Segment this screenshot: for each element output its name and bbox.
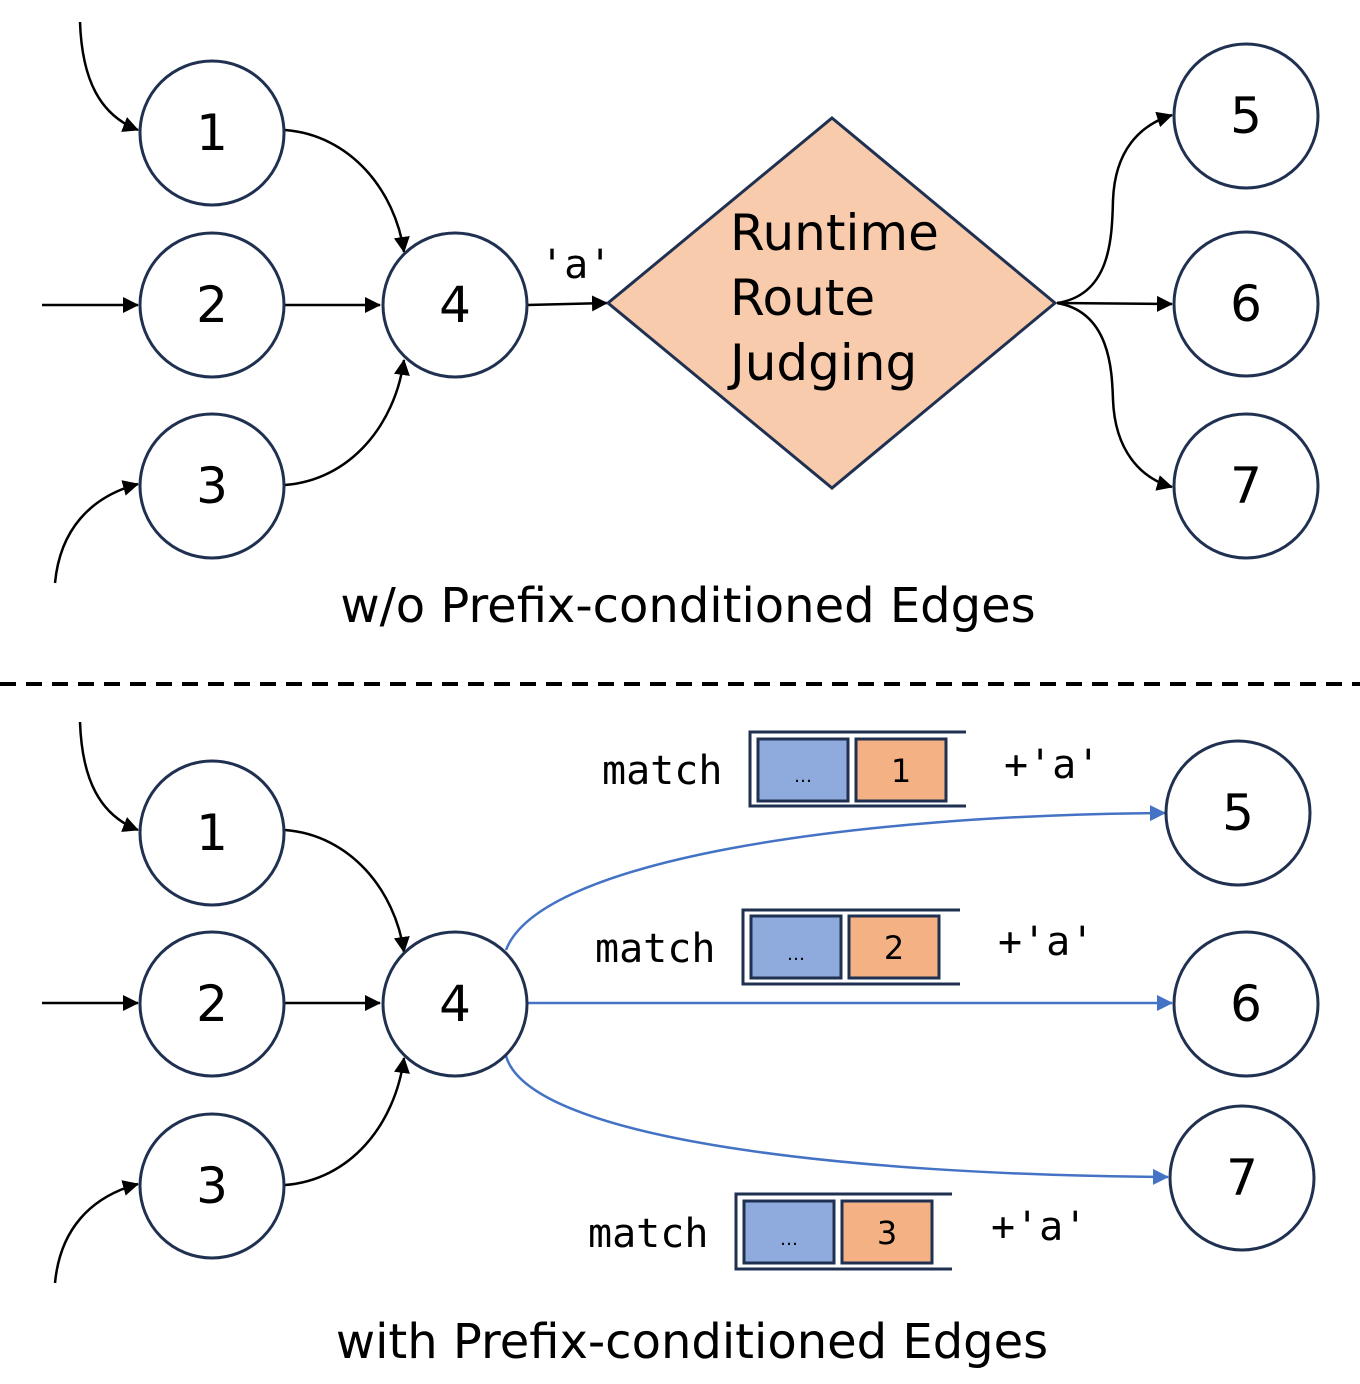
prefix-cell-label: … — [787, 944, 805, 965]
svg-text:4: 4 — [439, 975, 471, 1033]
last-token-label: 2 — [884, 929, 904, 967]
edge-in-3 — [53, 480, 139, 584]
node-5: 5 — [1164, 739, 1312, 887]
svg-text:3: 3 — [196, 457, 228, 515]
svg-text:3: 3 — [196, 1157, 228, 1215]
node-4: 4 — [381, 930, 529, 1078]
last-token-label: 3 — [877, 1214, 897, 1252]
prefix-frame — [734, 1192, 952, 1271]
match-keyword: match — [595, 926, 715, 972]
prefix-cell-label: … — [794, 766, 812, 787]
node-1: 1 — [138, 59, 286, 207]
node-6: 6 — [1172, 230, 1320, 378]
append-token: +'a' — [991, 1204, 1087, 1250]
runtime-route-judging-diamond — [605, 116, 1058, 490]
node-6: 6 — [1172, 930, 1320, 1078]
prefix-cell — [742, 1199, 836, 1265]
node-4: 4 — [381, 231, 529, 379]
conditioned-edge-4-5 — [504, 805, 1166, 951]
bottom-panel: match … 1 +'a' match … 2 +'a' match … 3 — [42, 721, 1320, 1370]
conditioned-edge-4-7 — [504, 1055, 1169, 1185]
edge-router-7 — [1056, 301, 1173, 491]
router-label-line1: Runtime — [730, 204, 939, 262]
svg-text:2: 2 — [196, 975, 228, 1033]
prefix-frame — [748, 730, 966, 808]
condition-1: match … 1 +'a' — [602, 730, 1100, 808]
edge-4-router — [526, 295, 608, 312]
svg-text:7: 7 — [1226, 1149, 1258, 1207]
node-3: 3 — [138, 412, 286, 560]
top-panel: 'a' Runtime Route Judging 1 2 3 4 5 6 7 … — [42, 21, 1320, 634]
node-7: 7 — [1172, 412, 1320, 560]
edge-in-1 — [78, 21, 139, 132]
condition-3: match … 3 +'a' — [588, 1192, 1087, 1271]
last-token-cell — [840, 1199, 934, 1265]
node-1: 1 — [138, 759, 286, 907]
append-token: +'a' — [1004, 742, 1100, 788]
match-keyword: match — [588, 1211, 708, 1257]
svg-text:4: 4 — [439, 276, 471, 334]
router-label-line2: Route — [730, 269, 875, 327]
node-3: 3 — [138, 1112, 286, 1260]
prefix-cell — [756, 737, 850, 803]
edge-3-4 — [284, 359, 410, 487]
node-7: 7 — [1168, 1104, 1316, 1252]
prefix-cell — [749, 914, 843, 980]
top-caption: w/o Prefix-conditioned Edges — [340, 578, 1035, 634]
edge-1-4 — [284, 828, 410, 953]
svg-text:2: 2 — [196, 276, 228, 334]
svg-text:6: 6 — [1230, 975, 1262, 1033]
svg-text:6: 6 — [1230, 275, 1262, 333]
svg-text:5: 5 — [1230, 87, 1262, 145]
svg-text:1: 1 — [196, 804, 228, 862]
match-keyword: match — [602, 748, 722, 794]
append-token: +'a' — [998, 919, 1094, 965]
edge-in-3 — [53, 1180, 139, 1284]
edge-1-4 — [284, 128, 410, 253]
last-token-cell — [847, 914, 941, 980]
edge-in-1 — [78, 721, 139, 832]
last-token-label: 1 — [891, 752, 911, 790]
node-5: 5 — [1172, 42, 1320, 190]
edge-3-4 — [284, 1057, 410, 1187]
node-2: 2 — [138, 231, 286, 379]
condition-2: match … 2 +'a' — [595, 908, 1094, 986]
edge-label-a: 'a' — [540, 242, 612, 288]
last-token-cell — [854, 737, 948, 803]
bottom-caption: with Prefix-conditioned Edges — [336, 1314, 1048, 1370]
router-label-line3: Judging — [727, 334, 917, 392]
prefix-frame — [741, 908, 960, 986]
svg-text:5: 5 — [1222, 784, 1254, 842]
prefix-cell-label: … — [780, 1229, 798, 1250]
node-2: 2 — [138, 930, 286, 1078]
edge-router-5 — [1056, 111, 1173, 305]
svg-text:1: 1 — [196, 104, 228, 162]
svg-text:7: 7 — [1230, 457, 1262, 515]
edge-router-6 — [1056, 295, 1173, 312]
